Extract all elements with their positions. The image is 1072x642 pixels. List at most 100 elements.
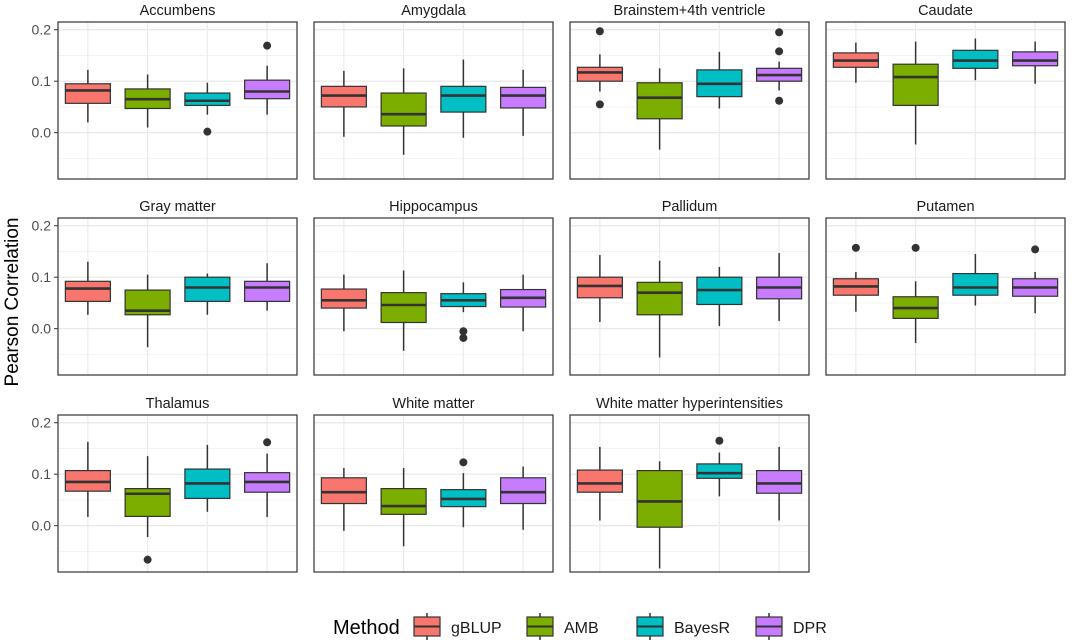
panel-border xyxy=(57,21,298,180)
legend-key-amb: AMB xyxy=(526,613,599,640)
boxplot-bayesr xyxy=(696,51,743,109)
box xyxy=(380,488,427,515)
boxplot-bayesr xyxy=(440,458,487,528)
box xyxy=(636,82,683,120)
box xyxy=(320,288,367,309)
boxplot-gblup xyxy=(576,27,623,109)
panel-title: White matter hyperintensities xyxy=(596,396,783,412)
box xyxy=(64,83,111,104)
boxplot-bayesr xyxy=(184,82,231,136)
facet-panel: Thalamus 0.0 0.1 0.2 xyxy=(32,396,298,573)
legend-key-bayesr: BayesR xyxy=(636,613,730,640)
boxplot-gblup xyxy=(320,468,367,531)
box xyxy=(636,469,683,528)
outlier-point xyxy=(715,436,724,445)
facet-panel: White matter xyxy=(313,396,554,573)
panel-border xyxy=(57,414,298,573)
legend-label: BayesR xyxy=(674,620,730,637)
box xyxy=(576,66,623,82)
boxplot-dpr xyxy=(244,263,291,311)
panel-border xyxy=(57,217,298,376)
panel-border xyxy=(569,21,810,180)
boxplot-gblup xyxy=(64,441,111,517)
box xyxy=(184,92,231,106)
legend-key-dpr: DPR xyxy=(755,613,827,640)
box xyxy=(892,63,939,106)
boxplot-dpr xyxy=(500,274,547,332)
boxplot-gblup xyxy=(832,42,879,83)
boxplot-bayesr xyxy=(952,38,999,81)
box xyxy=(380,292,427,324)
outlier-point xyxy=(775,28,784,37)
boxplot-gblup xyxy=(64,261,111,315)
boxplot-dpr xyxy=(500,466,547,530)
boxplot-dpr xyxy=(244,438,291,517)
boxplot-amb xyxy=(124,274,171,348)
panel-title: Thalamus xyxy=(146,396,210,412)
facet-panel: Hippocampus xyxy=(313,199,554,376)
box xyxy=(244,79,291,100)
legend-label: AMB xyxy=(564,620,599,637)
outlier-point xyxy=(775,96,784,105)
boxplot-amb xyxy=(636,260,683,358)
boxplot-gblup xyxy=(64,69,111,123)
facet-panel: Caudate xyxy=(825,3,1066,180)
panel-title: Accumbens xyxy=(140,3,216,19)
panel-border xyxy=(313,414,554,573)
y-tick-label: 0.2 xyxy=(32,22,52,38)
y-tick-label: 0.0 xyxy=(32,518,52,534)
boxplot-gblup xyxy=(576,446,623,521)
facet-panel: White matter hyperintensities xyxy=(569,396,810,573)
y-axis-label: Pearson Correlation xyxy=(2,218,23,387)
box xyxy=(320,477,367,505)
box xyxy=(952,272,999,296)
panel-border xyxy=(825,217,1066,376)
boxplot-amb xyxy=(124,456,171,564)
boxplot-dpr xyxy=(1012,245,1059,314)
panel-title: Putamen xyxy=(916,199,974,215)
boxplot-gblup xyxy=(320,70,367,137)
panel-title: Hippocampus xyxy=(389,199,478,215)
box xyxy=(636,281,683,316)
box xyxy=(184,276,231,302)
facet-panel: Brainstem+4th ventricle xyxy=(569,3,810,180)
outlier-point xyxy=(459,458,468,467)
outlier-point xyxy=(459,333,468,342)
outlier-point xyxy=(851,243,860,252)
panel-title: Amygdala xyxy=(401,3,466,19)
box xyxy=(440,85,487,113)
y-tick-label: 0.1 xyxy=(32,466,52,482)
y-tick-label: 0.2 xyxy=(32,415,52,431)
outlier-point xyxy=(1031,245,1040,254)
facet-panel: Putamen xyxy=(825,199,1066,376)
boxplot-bayesr xyxy=(184,273,231,315)
box xyxy=(696,463,743,479)
facet-panel: Pallidum xyxy=(569,199,810,376)
boxplot-dpr xyxy=(1012,41,1059,84)
boxplot-dpr xyxy=(244,41,291,115)
outlier-point xyxy=(459,327,468,336)
facet-panel: Amygdala xyxy=(313,3,554,180)
panel-border xyxy=(313,217,554,376)
box xyxy=(1012,51,1059,67)
box xyxy=(64,280,111,302)
outlier-point xyxy=(263,438,272,447)
boxplot-bayesr xyxy=(440,282,487,342)
panel-title: Gray matter xyxy=(139,199,216,215)
outlier-point xyxy=(911,243,920,252)
boxplot-amb xyxy=(380,68,427,155)
boxplot-dpr xyxy=(756,253,803,321)
outlier-point xyxy=(595,27,604,36)
boxplot-dpr xyxy=(756,446,803,521)
boxplot-amb xyxy=(380,468,427,547)
boxplot-gblup xyxy=(320,274,367,332)
y-tick-label: 0.0 xyxy=(32,321,52,337)
box xyxy=(576,276,623,299)
boxplot-dpr xyxy=(756,28,803,105)
outlier-point xyxy=(263,41,272,50)
legend-title: Method xyxy=(333,617,400,639)
panel-title: White matter xyxy=(392,396,474,412)
